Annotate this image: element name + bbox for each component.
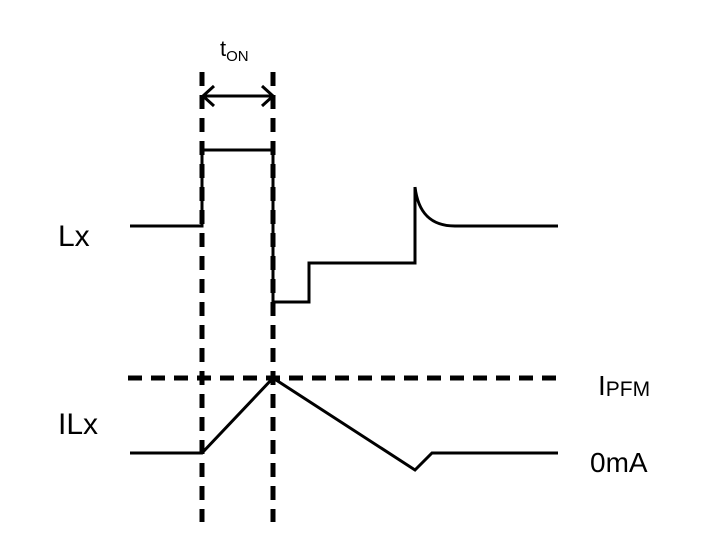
ipfm-label: IPFM <box>598 370 650 401</box>
ilx-label: ILx <box>58 408 98 441</box>
zero-current-label: 0mA <box>590 447 648 478</box>
ilx-waveform <box>130 376 558 472</box>
ton-label: tON <box>220 36 249 65</box>
lx-ringing-decay <box>413 186 558 228</box>
ton-dimension-arrow <box>200 84 276 108</box>
ton-label-subscript: ON <box>226 48 249 65</box>
lx-waveform <box>130 148 417 304</box>
ipfm-label-subscript: PFM <box>606 378 650 401</box>
ipfm-label-main: I <box>598 370 606 401</box>
lx-label: Lx <box>58 220 90 253</box>
ton-label-main: t <box>220 36 226 61</box>
